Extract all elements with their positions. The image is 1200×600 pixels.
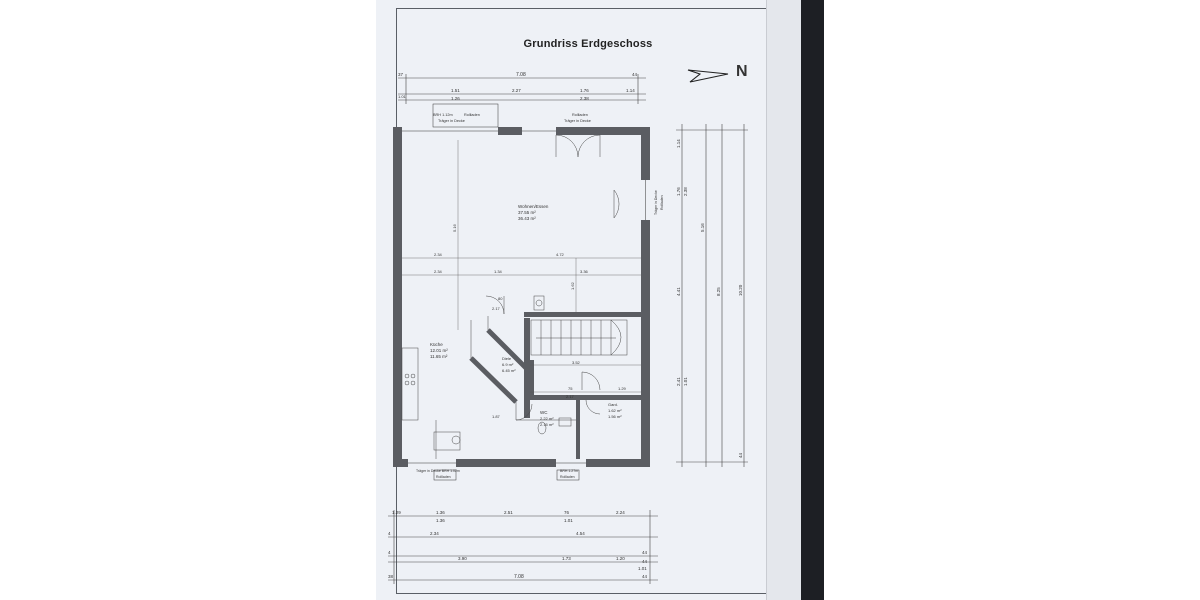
top-dim-r1-c: 44 — [632, 72, 638, 77]
bottom-dim-r6-2: 44 — [642, 574, 648, 579]
room-diele-name: Diele — [502, 356, 512, 361]
int-dim-0: 2.34 — [434, 252, 443, 257]
room-diele-area1: 6.9 m² — [502, 362, 514, 367]
right-dim-9: 44 — [738, 452, 743, 458]
right-dim-4: 4.41 — [676, 287, 681, 296]
bottom-dim-r1-4: 2.24 — [616, 510, 625, 515]
int-dim-10: 1.29 — [618, 386, 627, 391]
int-dim-6: 5.16 — [452, 223, 457, 232]
room-kueche-name: Küche — [430, 342, 443, 347]
room-gard-area2: 1.56 m² — [608, 414, 622, 419]
bottom-dim-r3-0: 4 — [388, 531, 391, 536]
window-label-bottom-left: Träger in Decke BRH 1.02m — [416, 469, 460, 473]
bottom-dim-r4-0: 4 — [388, 550, 391, 555]
window-label-bottom-left-2: Rollladen — [436, 475, 451, 479]
window-label-top-left: BRH 1.12m — [433, 113, 453, 117]
room-wohnen-area2: 36.43 m² — [518, 216, 536, 221]
bottom-dim-r5-1: 44 — [642, 559, 648, 564]
top-dim-r1-a: 37 — [398, 72, 404, 77]
bottom-dim-r4-2: 1.73 — [562, 556, 571, 561]
right-dim-8: 10.20 — [738, 284, 743, 296]
bottom-dim-r6-0: 38 — [388, 574, 394, 579]
int-dim-12: 80 — [498, 296, 503, 301]
right-dimension-lines — [676, 124, 748, 467]
bottom-dim-r1-2: 2.51 — [504, 510, 513, 515]
window-label-top-left-3: Träger in Decke — [438, 119, 465, 123]
room-diele-area2: 6.45 m² — [502, 368, 516, 373]
photo-background: Grundriss Erdgeschoss N 37 7.08 44 1.51 … — [376, 0, 824, 600]
room-wohnen-area1: 37.55 m² — [518, 210, 536, 215]
bottom-dim-r1-0: 1.29 — [392, 510, 401, 515]
int-dim-13: 75 — [568, 386, 573, 391]
top-dim-r3-c: 2.38 — [580, 96, 589, 101]
bottom-dim-r4-1: 3.90 — [458, 556, 467, 561]
door-swings — [485, 134, 620, 421]
room-kueche-area2: 11.65 m² — [430, 354, 448, 359]
bottom-dimension-lines — [388, 510, 658, 584]
int-dim-3: 1.34 — [494, 269, 503, 274]
bottom-dim-r2-1: 1.01 — [564, 518, 573, 523]
bottom-dim-r2-0: 1.36 — [436, 518, 445, 523]
bottom-dim-r3-2: 4.54 — [576, 531, 585, 536]
wc-fixtures — [533, 295, 572, 435]
top-dim-r1-b: 7.08 — [516, 72, 526, 78]
room-kueche-area1: 12.01 m² — [430, 348, 448, 353]
window-label-bottom-mid-2: Rollladen — [560, 475, 575, 479]
right-dim-5: 2.41 — [676, 377, 681, 386]
paper-edge — [766, 0, 801, 600]
top-dim-r2-c: 1.76 — [580, 88, 589, 93]
floor-plan: N 37 7.08 44 1.51 2.27 1.76 1.14 1.01 1.… — [388, 63, 748, 584]
right-dim-0: 1.14 — [676, 139, 681, 148]
right-dim-1: 1.76 — [676, 187, 681, 196]
window-label-top-left-2: Rollladen — [464, 113, 480, 117]
int-dim-1: 4.72 — [556, 252, 565, 257]
right-dim-6: 1.01 — [683, 377, 688, 386]
bottom-dim-r4-3: 1.20 — [616, 556, 625, 561]
bottom-dim-r6-1: 7.08 — [514, 574, 524, 580]
top-dim-r2-d: 1.14 — [626, 88, 635, 93]
bottom-dim-r1-1: 1.36 — [436, 510, 445, 515]
room-wohnen-name: Wohnen/Essen — [518, 204, 549, 209]
paper-sheet: Grundriss Erdgeschoss N 37 7.08 44 1.51 … — [376, 0, 801, 600]
room-gard-area1: 1.62 m² — [608, 408, 622, 413]
kitchen-counter — [401, 347, 461, 451]
diagonal-wall — [469, 328, 532, 404]
int-dim-8: 3.52 — [572, 360, 581, 365]
int-dim-9: 2.17 — [566, 394, 575, 399]
outer-walls — [393, 127, 650, 467]
window-frames — [402, 103, 646, 481]
interior-dimension-lines — [402, 140, 641, 393]
top-dimension-lines — [398, 74, 646, 104]
window-label-bottom-mid: BRH 1.27m — [560, 469, 578, 473]
bottom-dim-r5-0: 1.01 — [638, 566, 647, 571]
top-dim-r3-b: 1.26 — [451, 96, 460, 101]
interior-lines — [435, 316, 576, 459]
int-dim-5: 1.62 — [570, 281, 575, 290]
staircase — [530, 319, 628, 356]
room-wc-area2: 2.15 m² — [540, 422, 554, 427]
window-label-top-mid-2: Träger in Decke — [564, 119, 591, 123]
int-dim-2: 2.34 — [434, 269, 443, 274]
bottom-dim-r3-1: 2.34 — [430, 531, 439, 536]
right-dim-7: 8.25 — [716, 287, 721, 296]
bottom-dim-r1-3: 76 — [564, 510, 570, 515]
int-dim-7: 2.17 — [492, 306, 501, 311]
int-dim-4: 3.36 — [580, 269, 589, 274]
top-dim-r2-a: 1.51 — [451, 88, 460, 93]
page-title: Grundriss Erdgeschoss — [523, 38, 653, 50]
top-dim-r3-a: 1.01 — [398, 94, 407, 99]
north-arrow-icon — [687, 69, 729, 83]
window-label-right: Träger in Decke — [654, 190, 658, 215]
north-label: N — [736, 63, 748, 80]
int-dim-11: 1.87 — [492, 414, 501, 419]
right-dim-3: 5.16 — [700, 223, 705, 232]
window-label-right-2: Rollladen — [660, 195, 664, 210]
top-dim-r2-b: 2.27 — [512, 88, 521, 93]
room-gard-name: Gard. — [608, 402, 618, 407]
bottom-dim-r4-4: 44 — [642, 550, 648, 555]
room-wc-area1: 2.22 m² — [540, 416, 554, 421]
room-wc-name: WC — [540, 410, 548, 415]
window-label-top-mid: Rollladen — [572, 113, 588, 117]
right-dim-2: 2.38 — [683, 187, 688, 196]
